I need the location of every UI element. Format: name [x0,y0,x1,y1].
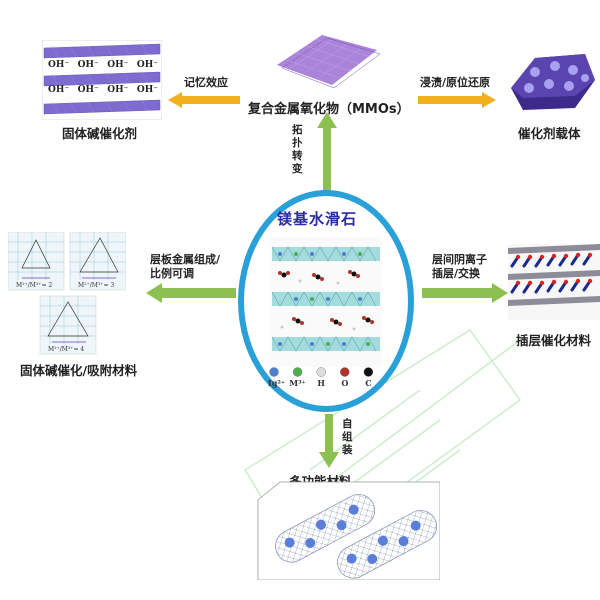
legend-label: Mg²⁺ [268,378,285,388]
arrow-memory-effect [168,92,240,108]
arrow-tunable-composition [146,283,236,303]
legend-swatch [316,367,326,377]
legend-swatch [292,367,303,377]
adsorption-material-caption: 固体碱催化/吸附材料 [20,363,138,378]
ratio-label: M²⁺/M³⁺= 4 [48,346,84,353]
ratio-label: M²⁺/M³⁺= 3 [78,282,114,289]
oh-ion: OH⁻ [48,85,70,95]
arrow-anion-exchange-label-line: 层间阴离子 [432,253,487,266]
oh-ion: OH⁻ [136,60,158,70]
oh-ion: OH⁻ [107,85,129,95]
arrow-anion-exchange [422,283,508,303]
solid-base-catalyst-caption: 固体碱催化剂 [62,126,138,141]
ldh-structure-illustration [270,237,382,367]
arrow-up-label: 拓扑转变 [292,124,303,175]
mmo-caption: 复合金属氧化物（MMOs） [248,102,410,117]
legend-swatch [340,367,350,377]
legend-label: H [317,378,325,388]
ratio-label: M²⁺/M³⁺= 2 [16,282,52,289]
legend-label: O [341,378,348,388]
arrow-anion-exchange-label-line: 插层/交换 [432,267,481,280]
catalyst-support-caption: 催化剂载体 [518,126,581,141]
hydroxide-ions: OH⁻ OH⁻ OH⁻ OH⁻ OH⁻ OH⁻ OH⁻ OH⁻ [48,60,158,95]
solid-base-catalyst-illustration [42,40,162,120]
arrow-tunable-composition-label-line: 比例可调 [150,267,194,280]
oh-ion: OH⁻ [77,85,99,95]
arrow-self-assembly-label: 自组装 [342,418,353,456]
oh-ion: OH⁻ [107,60,129,70]
composition-ratio-illustration: M²⁺/M³⁺= 2 M²⁺/M³⁺= 3 M²⁺/M³⁺= 4 [8,232,126,355]
multifunctional-illustration [257,481,440,580]
arrow-impregnation [418,92,496,108]
arrow-self-assembly [319,414,339,468]
arrow-tunable-composition-label: 层板金属组成/ 比例可调 [150,253,220,281]
legend-swatch [363,367,374,377]
intercalation-illustration [508,244,600,320]
oh-ion: OH⁻ [136,85,158,95]
arrow-memory-effect-label: 记忆效应 [184,76,228,89]
legend-swatch [269,367,279,377]
legend-label: M³⁺ [289,378,306,388]
arrow-up-topotactic [317,112,337,190]
oh-ion: OH⁻ [48,60,70,70]
element-legend: Mg²⁺ M³⁺ H O C [268,367,374,388]
mmo-illustration [277,35,381,89]
oh-ion: OH⁻ [77,60,99,70]
arrow-anion-exchange-label: 层间阴离子 插层/交换 [432,253,487,281]
center-title: 镁基水滑石 [277,210,358,228]
legend-label: C [365,378,371,388]
intercalation-caption: 插层催化材料 [516,333,592,348]
arrow-tunable-composition-label-line: 层板金属组成/ [150,253,221,266]
catalyst-support-illustration [511,54,595,110]
arrow-impregnation-label: 浸渍/原位还原 [420,76,491,89]
